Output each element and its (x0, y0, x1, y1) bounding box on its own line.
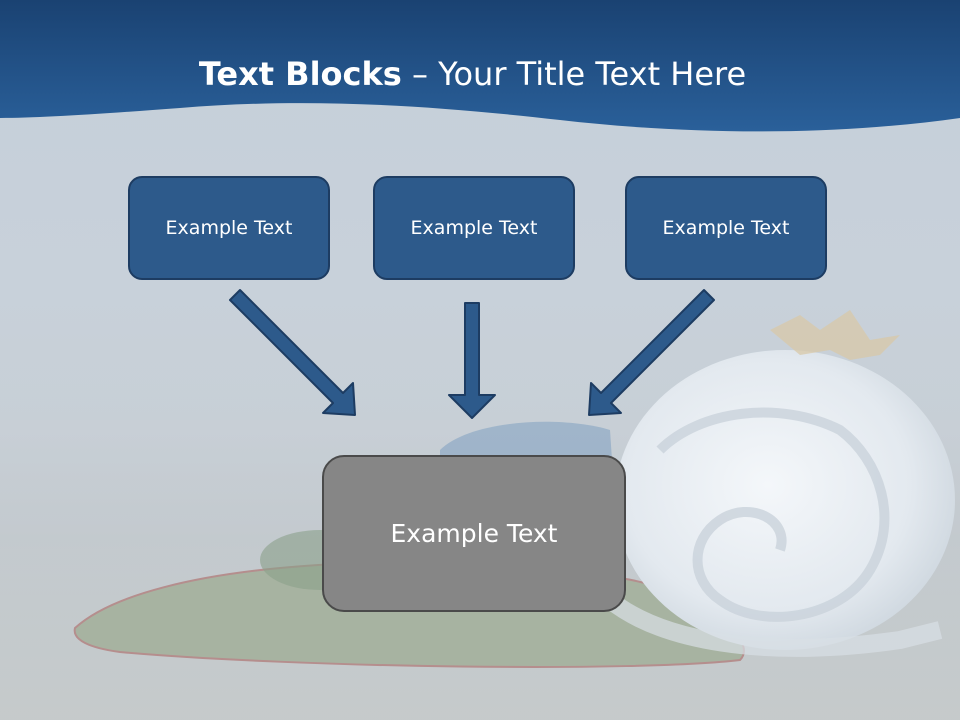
title-rest: – Your Title Text Here (401, 55, 747, 93)
text-block-1[interactable]: Example Text (128, 176, 330, 280)
slide-title: Text Blocks – Your Title Text Here (0, 52, 945, 96)
text-block-2[interactable]: Example Text (373, 176, 575, 280)
arrow-down-icon (448, 302, 496, 419)
center-text-block[interactable]: Example Text (322, 455, 626, 612)
arrow-right-icon (588, 289, 715, 416)
bowl-shape (440, 421, 612, 460)
towel-roll (604, 350, 955, 657)
title-bold: Text Blocks (198, 55, 402, 93)
arrow-left-icon (229, 289, 356, 416)
text-block-3[interactable]: Example Text (625, 176, 827, 280)
flower-shape (770, 310, 900, 360)
header-band (0, 0, 960, 132)
